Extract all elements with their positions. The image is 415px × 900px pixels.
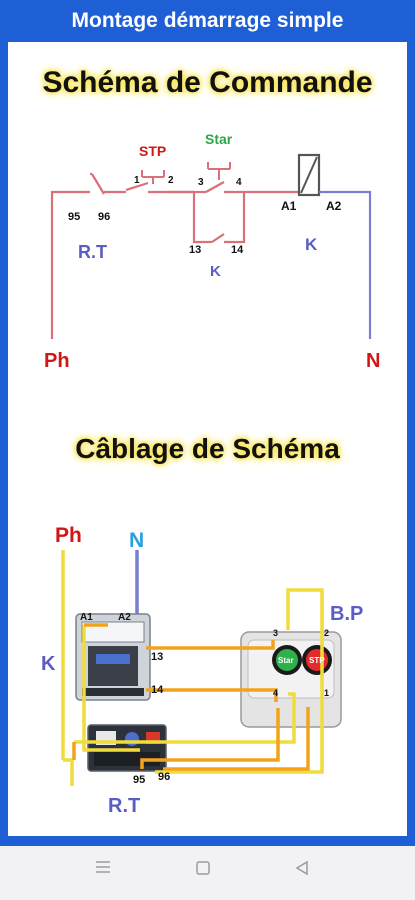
terminal-3: 3 bbox=[198, 177, 204, 188]
terminal-2: 2 bbox=[168, 175, 174, 186]
k-contact-label: K bbox=[210, 263, 221, 280]
cablage-k-label: K bbox=[41, 653, 56, 675]
star-label: Star bbox=[205, 131, 233, 147]
bp-terminal-1: 1 bbox=[324, 688, 329, 698]
terminal-a2: A2 bbox=[326, 199, 342, 213]
control-schematic: STP Star 1 2 3 4 95 96 R.T 13 14 K A1 A2… bbox=[41, 131, 380, 817]
stp-pushbutton-icon bbox=[141, 170, 165, 184]
terminal-1: 1 bbox=[134, 175, 140, 186]
star-pushbutton-icon bbox=[207, 162, 231, 180]
menu-icon[interactable] bbox=[95, 860, 121, 886]
pushbutton-box-icon bbox=[240, 631, 342, 728]
schema-heading: Schéma de Commande bbox=[42, 66, 373, 99]
cablage-terminal-a2: A2 bbox=[118, 612, 131, 623]
cablage-heading: Câblage de Schéma bbox=[75, 433, 340, 464]
home-square-icon-glyph bbox=[196, 861, 210, 875]
phase-label: Ph bbox=[44, 350, 70, 372]
bp-terminal-2: 2 bbox=[324, 628, 329, 638]
terminal-4: 4 bbox=[236, 177, 242, 188]
app-frame: Montage démarrage simple Schéma de Comma… bbox=[0, 0, 415, 846]
phase-wiring bbox=[50, 172, 299, 339]
cablage-terminal-96: 96 bbox=[158, 771, 170, 783]
terminal-95: 95 bbox=[68, 211, 80, 223]
cablage-terminal-13: 13 bbox=[151, 651, 163, 663]
star-button-label: Star bbox=[278, 656, 294, 665]
cablage-terminal-95: 95 bbox=[133, 774, 145, 786]
back-triangle-icon-glyph bbox=[295, 860, 308, 876]
menu-icon-glyph bbox=[96, 861, 110, 873]
rt-label: R.T bbox=[78, 242, 107, 262]
bp-terminal-4: 4 bbox=[273, 688, 278, 698]
bp-label: B.P bbox=[330, 603, 363, 625]
terminal-14: 14 bbox=[231, 244, 244, 256]
neutral-label: N bbox=[366, 350, 380, 372]
contactor-icon bbox=[75, 613, 151, 701]
content-panel: Schéma de Commande bbox=[8, 42, 407, 836]
stp-button-label: STP bbox=[309, 656, 325, 665]
terminal-13: 13 bbox=[189, 244, 201, 256]
back-triangle-icon[interactable] bbox=[294, 860, 320, 886]
terminal-96: 96 bbox=[98, 211, 110, 223]
terminal-a1: A1 bbox=[281, 199, 297, 213]
cablage-phase-label: Ph bbox=[55, 524, 82, 547]
k-coil-label: K bbox=[305, 235, 318, 254]
app-title: Montage démarrage simple bbox=[71, 9, 344, 32]
cablage-terminal-14: 14 bbox=[151, 684, 164, 696]
coil-k-icon bbox=[297, 153, 321, 197]
home-square-icon[interactable] bbox=[195, 860, 221, 886]
orange-wiring bbox=[72, 623, 310, 771]
yellow-wiring bbox=[63, 588, 324, 786]
cablage-rt-label: R.T bbox=[108, 795, 140, 817]
overload-relay-icon bbox=[87, 724, 167, 772]
cablage-neutral-label: N bbox=[129, 529, 144, 552]
stp-label: STP bbox=[139, 143, 166, 159]
system-nav-bar bbox=[0, 846, 415, 900]
neutral-wiring bbox=[319, 190, 372, 339]
bp-terminal-3: 3 bbox=[273, 628, 278, 638]
cablage-terminal-a1: A1 bbox=[80, 612, 93, 623]
